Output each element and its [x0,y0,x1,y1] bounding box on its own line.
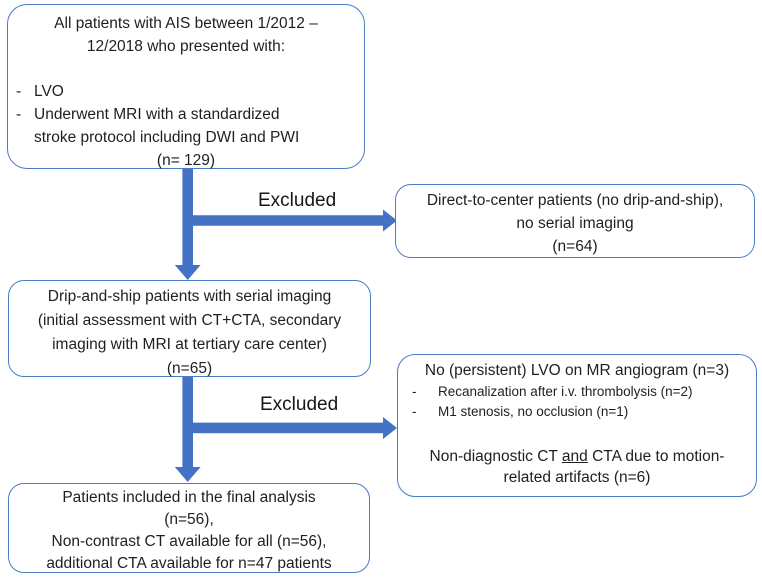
note-text: Non-diagnostic CT [429,448,562,465]
spacer [8,58,364,80]
note-text: CTA due to motion- [587,448,725,465]
bullet-marker: - [412,403,417,419]
heading-line: No (persistent) LVO on MR angiogram (n=3… [424,362,730,379]
bullet-text: Recanalization after i.v. thrombolysis (… [438,384,693,399]
excluded-label-top: Excluded [258,190,337,211]
text-line: Patients included in the final analysis [62,489,316,506]
heading-line: All patients with AIS between 1/2012 – [54,15,318,32]
box-final-analysis: Patients included in the final analysis … [8,483,370,573]
box-excluded-direct-to-center: Direct-to-center patients (no drip-and-s… [395,184,755,258]
text-line: Direct-to-center patients (no drip-and-s… [426,192,724,209]
text-line: no serial imaging [516,215,634,232]
count-text: (n= 129) [156,152,216,169]
arrow-excluded-bottom [183,417,397,439]
bullet-marker: - [16,83,22,100]
excluded-label-bottom: Excluded [260,394,339,415]
box-drip-and-ship: Drip-and-ship patients with serial imagi… [8,280,371,377]
text-line: additional CTA available for n=47 patien… [46,555,332,572]
arrow-excluded-top [183,209,397,232]
note-line: Non-diagnostic CT and CTA due to motion- [398,446,756,467]
box-study-population: All patients with AIS between 1/2012 – 1… [7,4,365,169]
note-line: related artifacts (n=6) [503,469,651,486]
bullet-text-continuation: stroke protocol including DWI and PWI [34,129,300,146]
bullet-marker: - [412,384,417,399]
bullet-text: Underwent MRI with a standardized [34,106,280,123]
bullet-marker: - [16,106,22,123]
bullet-text: LVO [34,83,64,100]
bullet-item-recanalization: - Recanalization after i.v. thrombolysis … [398,382,756,402]
count-text: (n=56), [164,511,214,528]
bullet-item-m1-stenosis: - M1 stenosis, no occlusion (n=1) [398,402,756,422]
spacer [398,421,756,446]
box-excluded-no-lvo: No (persistent) LVO on MR angiogram (n=3… [397,354,757,497]
text-line: Non-contrast CT available for all (n=56)… [51,533,327,550]
text-line: (initial assessment with CT+CTA, seconda… [37,312,342,329]
note-text-underlined: and [561,448,588,465]
count-text: (n=64) [552,238,598,255]
bullet-item-lvo: -LVO [8,80,364,103]
bullet-item-mri: -Underwent MRI with a standardized [8,103,364,126]
count-text: (n=65) [166,360,213,377]
text-line: Drip-and-ship patients with serial imagi… [47,288,332,305]
text-line: imaging with MRI at tertiary care center… [52,336,327,353]
heading-line: 12/2018 who presented with: [86,38,286,55]
bullet-text: M1 stenosis, no occlusion (n=1) [438,403,629,419]
